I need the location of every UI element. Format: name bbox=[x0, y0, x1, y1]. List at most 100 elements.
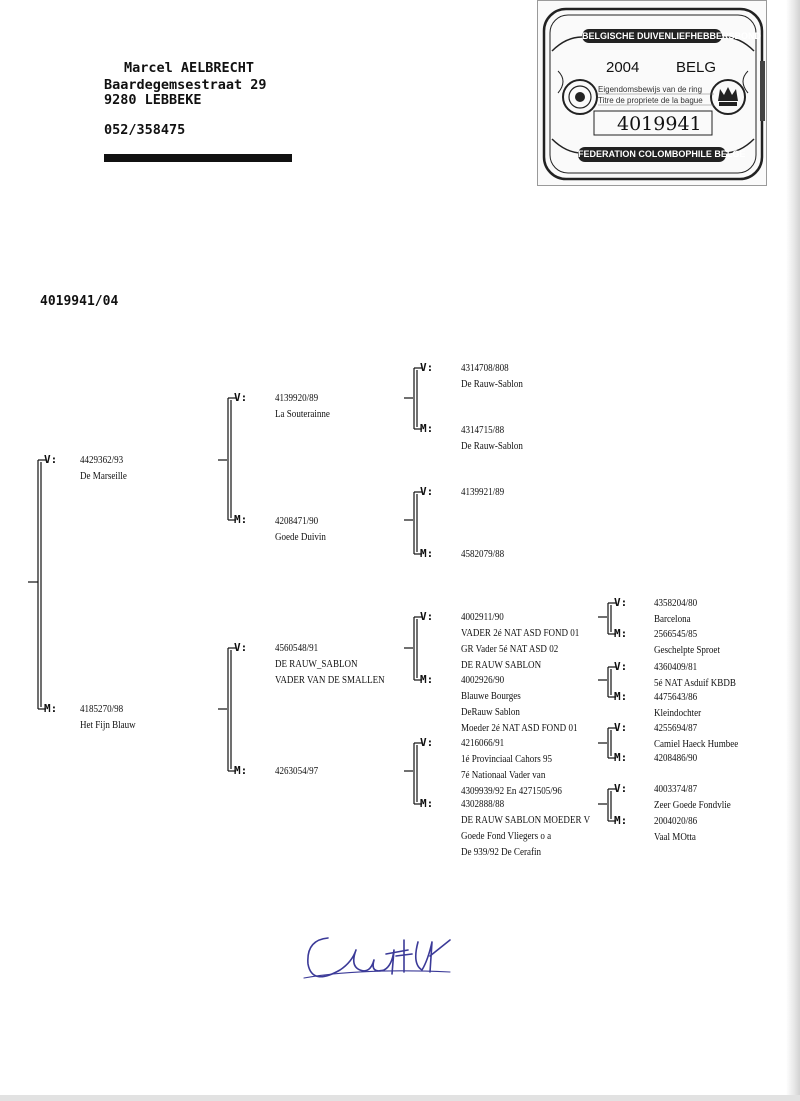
sire-marker: V: bbox=[44, 453, 58, 466]
ring-number: 4429362/93 bbox=[80, 455, 124, 466]
pedigree-entry-vmv: 4139921/89 bbox=[461, 485, 504, 501]
dam-marker: M: bbox=[614, 814, 628, 827]
pedigree-note: La Souterainne bbox=[275, 409, 330, 420]
dam-marker: M: bbox=[420, 797, 434, 810]
pedigree-entry-vvv: 4314708/808 De Rauw-Sablon bbox=[461, 361, 523, 393]
federation-name-french: FEDERATION COLOMBOPHILE BELGE bbox=[578, 147, 745, 162]
ring-number: 4208486/90 bbox=[654, 753, 698, 764]
ring-number: 4360409/81 bbox=[654, 662, 698, 673]
heavy-rule bbox=[104, 154, 292, 162]
ring-number: 4003374/87 bbox=[654, 784, 698, 795]
pedigree-note: 5é NAT Asduif KBDB bbox=[654, 678, 736, 689]
sire-marker: V: bbox=[420, 736, 434, 749]
pedigree-note: Vaal MOtta bbox=[654, 832, 696, 843]
pedigree-note: 7é Nationaal Vader van bbox=[461, 770, 546, 781]
ring-number: 4358204/80 bbox=[654, 598, 698, 609]
pedigree-entry-vvm: 4314715/88 De Rauw-Sablon bbox=[461, 423, 523, 455]
pedigree-entry-mmm: 4302888/88 DE RAUW SABLON MOEDER V Goede F… bbox=[461, 797, 590, 861]
sire-marker: V: bbox=[420, 485, 434, 498]
ring-number: 4302888/88 bbox=[461, 799, 505, 810]
certificate-ring-number: 4019941 bbox=[617, 113, 702, 135]
pedigree-entry-mm: 4263054/97 bbox=[275, 764, 318, 780]
pedigree-note: GR Vader 5é NAT ASD 02 bbox=[461, 644, 559, 655]
page-bottom-shadow bbox=[0, 1095, 800, 1101]
pedigree-note: 1é Provinciaal Cahors 95 bbox=[461, 754, 553, 765]
ring-number: 4216066/91 bbox=[461, 738, 505, 749]
pedigree-note: Camiel Haeck Humbee bbox=[654, 739, 739, 750]
pedigree-note: Moeder 2é NAT ASD FOND 01 bbox=[461, 723, 578, 734]
certificate-title-dutch: Eigendomsbewijs van de ring bbox=[598, 85, 703, 94]
ring-number: 4208471/90 bbox=[275, 516, 319, 527]
pedigree-note: Goede Fond Vliegers o a bbox=[461, 831, 552, 842]
pedigree-note: VADER 2é NAT ASD FOND 01 bbox=[461, 628, 580, 639]
ring-number: 4582079/88 bbox=[461, 549, 505, 560]
pedigree-note: Zeer Goede Fondvlie bbox=[654, 800, 731, 811]
certificate-country: BELG bbox=[676, 59, 717, 76]
certificate-title-french: Titre de propriete de la bague bbox=[598, 96, 703, 105]
pedigree-note: Blauwe Bourges bbox=[461, 691, 521, 702]
pedigree-note: De 939/92 De Cerafin bbox=[461, 847, 541, 858]
pedigree-note: De Rauw-Sablon bbox=[461, 441, 523, 452]
dam-marker: M: bbox=[614, 627, 628, 640]
ring-number: 4314708/808 bbox=[461, 363, 509, 374]
pedigree-note: Barcelona bbox=[654, 614, 691, 625]
sire-marker: V: bbox=[614, 596, 628, 609]
ring-number: 4139920/89 bbox=[275, 393, 319, 404]
signature bbox=[303, 937, 451, 979]
ring-number: 4475643/86 bbox=[654, 692, 698, 703]
breeder-phone: 052/358475 bbox=[104, 122, 186, 138]
pigeon-ring-id: 4019941/04 bbox=[40, 294, 119, 309]
pedigree-entry-vmm: 4582079/88 bbox=[461, 547, 504, 563]
pedigree-note: Goede Duivin bbox=[275, 532, 326, 543]
pedigree-note: DE RAUW SABLON MOEDER V bbox=[461, 815, 591, 826]
pedigree-note: DE RAUW SABLON bbox=[461, 660, 542, 671]
pedigree-note: De Rauw-Sablon bbox=[461, 379, 523, 390]
ownership-certificate: BELGISCHE DUIVENLIEFHEBBERSBOND 2004 BEL… bbox=[537, 0, 767, 186]
ring-number: 4002911/90 bbox=[461, 612, 504, 623]
ring-number: 4263054/97 bbox=[275, 766, 319, 777]
dam-marker: M: bbox=[420, 422, 434, 435]
pedigree-entry-mvmv: 4360409/81 5é NAT Asduif KBDB bbox=[654, 660, 736, 692]
dam-marker: M: bbox=[420, 673, 434, 686]
breeder-name: Marcel AELBRECHT bbox=[124, 60, 255, 76]
pedigree-note: DE RAUW_SABLON bbox=[275, 659, 358, 670]
dam-marker: M: bbox=[234, 513, 248, 526]
ring-number: 2004020/86 bbox=[654, 816, 698, 827]
dam-marker: M: bbox=[234, 764, 248, 777]
federation-name-dutch: BELGISCHE DUIVENLIEFHEBBERSBOND bbox=[582, 29, 762, 43]
pedigree-note: De Marseille bbox=[80, 471, 127, 482]
pedigree-note: Het Fijn Blauw bbox=[80, 720, 136, 731]
ring-number: 4560548/91 bbox=[275, 643, 319, 654]
ring-number: 4185270/98 bbox=[80, 704, 124, 715]
dam-marker: M: bbox=[420, 547, 434, 560]
pedigree-note: Kleindochter bbox=[654, 708, 702, 719]
sire-marker: V: bbox=[420, 361, 434, 374]
pedigree-note: Geschelpte Sproet bbox=[654, 645, 720, 656]
ring-number: 4002926/90 bbox=[461, 675, 505, 686]
pedigree-entry-mmvm: 4208486/90 bbox=[654, 751, 697, 767]
ring-number: 4314715/88 bbox=[461, 425, 505, 436]
dam-marker: M: bbox=[44, 702, 58, 715]
breeder-street: Baardegemsestraat 29 bbox=[104, 77, 267, 93]
dam-marker: M: bbox=[614, 751, 628, 764]
sire-marker: V: bbox=[614, 660, 628, 673]
dam-marker: M: bbox=[614, 690, 628, 703]
pedigree-entry-v: 4429362/93 De Marseille bbox=[80, 453, 127, 485]
pedigree-entry-mmv: 4216066/91 1é Provinciaal Cahors 95 7é Nat… bbox=[461, 736, 562, 800]
pedigree-note: DeRauw Sablon bbox=[461, 707, 520, 718]
ring-number: 4255694/87 bbox=[654, 723, 698, 734]
page-edge-shadow bbox=[786, 0, 800, 1101]
pedigree-note: 4309939/92 En 4271505/96 bbox=[461, 786, 562, 797]
ring-number: 4139921/89 bbox=[461, 487, 505, 498]
